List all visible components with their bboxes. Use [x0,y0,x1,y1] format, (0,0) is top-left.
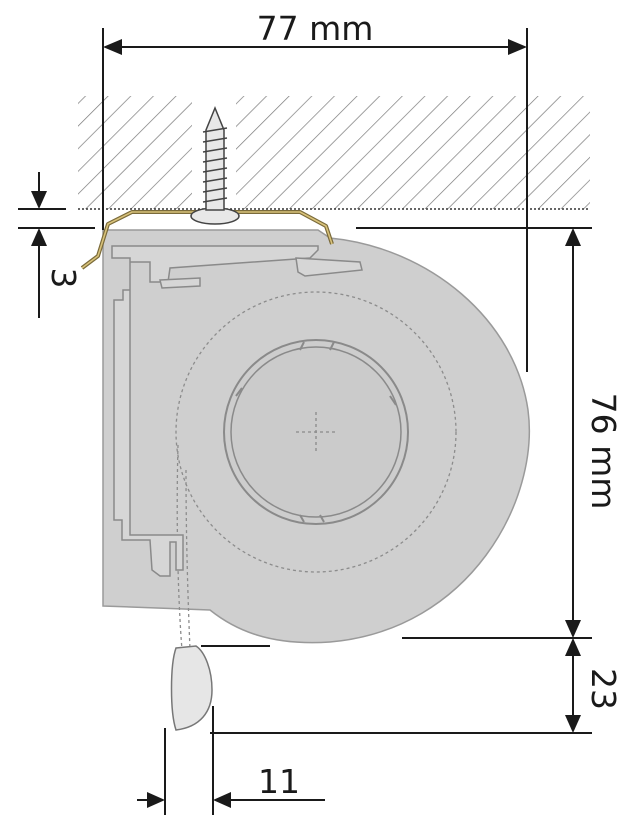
height-label: 76 mm [584,393,618,510]
bar-width-dimension: 11 [137,706,325,815]
width-label: 77 mm [257,9,374,48]
housing-profile [111,245,363,577]
clearance-label: 3 [44,268,83,289]
bar-width-label: 11 [258,762,300,801]
height-dimension: 76 mm [356,227,618,639]
mounting-clip [80,210,334,270]
screw-icon [190,106,240,225]
ceiling-hatch [78,96,590,210]
curtain-path [176,444,191,651]
center-crosshair [296,412,336,452]
clearance-dimension: 3 [18,172,95,318]
roll-outline [175,291,457,573]
bar-height-dimension: 23 [210,638,618,734]
roller-tube [223,339,409,525]
bottom-end-bar [170,645,213,731]
width-dimension: 77 mm [102,9,528,372]
bar-height-label: 23 [584,668,618,710]
